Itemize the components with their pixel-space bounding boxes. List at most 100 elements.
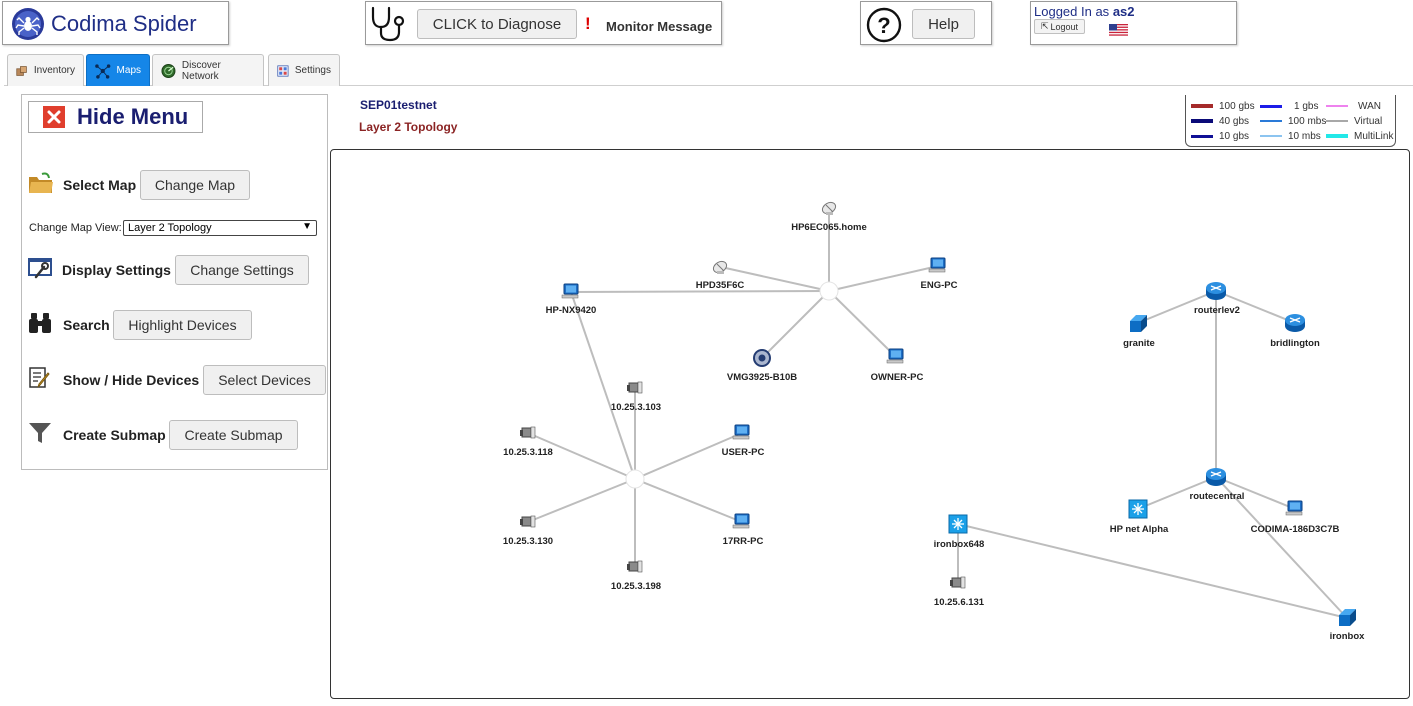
device-granite[interactable]: granite [1123,315,1155,349]
legend-virtual: Virtual [1326,115,1382,127]
svg-text:ironbox: ironbox [1330,631,1366,642]
device-routecentral[interactable]: routecentral [1190,467,1245,502]
router-icon [1284,313,1306,333]
device-10-25-3-198[interactable]: 10.25.3.198 [611,560,661,592]
svg-text:bridlington: bridlington [1270,338,1320,349]
device-ironbox[interactable]: ironbox [1330,609,1366,642]
hide-menu-button[interactable]: Hide Menu [28,101,203,133]
svg-text:17RR-PC: 17RR-PC [723,536,764,547]
map-view-select[interactable]: Layer 2 Topology ▼ [123,220,317,236]
access-point-icon [710,258,730,276]
device-routerlev2[interactable]: routerlev2 [1194,281,1240,316]
device-eng-pc[interactable]: ENG-PC [921,257,958,291]
create-submap-label: Create Submap [63,427,166,443]
create-submap-button[interactable]: Create Submap [169,420,298,450]
svg-text:ironbox648: ironbox648 [934,539,985,550]
help-button[interactable]: Help [912,9,975,39]
folder-icon [29,172,53,193]
device-codima-186d3c7b[interactable]: CODIMA-186D3C7B [1251,500,1340,535]
funnel-icon [29,423,51,443]
legend-10gbs: 10 gbs [1191,130,1249,142]
highlight-devices-button[interactable]: Highlight Devices [113,310,252,340]
monitor-message-link[interactable]: Monitor Message [606,19,713,34]
svg-text:HPD35F6C: HPD35F6C [696,280,745,291]
close-icon [43,106,65,128]
tab-discover-network[interactable]: Discover Network [152,54,264,86]
radar-icon [161,63,176,78]
svg-text:10.25.6.131: 10.25.6.131 [934,597,985,608]
desktop-pc-icon [732,424,750,440]
legend-100mbs: 100 mbs [1260,115,1326,127]
map-view-title: Layer 2 Topology [359,120,458,134]
device-owner-pc[interactable]: OWNER-PC [871,348,924,383]
app-title-box: Codima Spider [2,1,229,45]
router-icon [1205,467,1227,487]
login-box: Logged In as as2 ⇱ Logout [1030,1,1237,45]
svg-text:ENG-PC: ENG-PC [921,280,958,291]
select-devices-button[interactable]: Select Devices [203,365,326,395]
diagnose-box: CLICK to Diagnose ! Monitor Message [365,1,722,45]
alert-icon: ! [585,14,591,33]
app-title: Codima Spider [51,11,197,36]
display-settings-icon [28,258,52,279]
legend-1gbs: 1 gbs [1260,100,1318,112]
laptop-icon [561,283,579,299]
legend-10mbs: 10 mbs [1260,130,1321,142]
svg-text:?: ? [877,13,890,38]
device-user-pc[interactable]: USER-PC [722,424,765,458]
tabs-divider [4,85,1413,86]
device-17rr-pc[interactable]: 17RR-PC [723,513,764,547]
svg-text:USER-PC: USER-PC [722,447,765,458]
desktop-pc-icon [928,257,946,273]
external-link-icon: ⇱ [1040,21,1049,31]
change-map-view-label: Change Map View: [29,222,122,234]
layer3-switch-icon [948,514,968,534]
svg-text:CODIMA-186D3C7B: CODIMA-186D3C7B [1251,524,1340,535]
legend-100gbs: 100 gbs [1191,100,1255,112]
diagnose-button[interactable]: CLICK to Diagnose [417,9,577,39]
device-hp6ec065[interactable]: HP6EC065.home [791,199,867,233]
settings-grid-icon [277,64,289,77]
device-hp-net-alpha[interactable]: HP net Alpha [1110,499,1169,535]
desktop-pc-icon [1285,500,1303,516]
svg-text:VMG3925-B10B: VMG3925-B10B [727,372,797,383]
username: as2 [1112,4,1135,19]
ip-device-icon [519,426,536,439]
layer3-switch-icon [1128,499,1148,519]
device-10-25-3-130[interactable]: 10.25.3.130 [503,515,553,547]
us-flag-icon[interactable] [1109,24,1128,36]
ip-device-icon [519,515,536,528]
tab-maps[interactable]: Maps [86,54,150,86]
legend-wan: WAN [1326,100,1381,112]
modem-icon [753,349,771,367]
svg-text:10.25.3.130: 10.25.3.130 [503,536,553,547]
tab-inventory[interactable]: Inventory [7,54,84,86]
svg-text:HP6EC065.home: HP6EC065.home [791,222,867,233]
svg-text:routecentral: routecentral [1190,491,1245,502]
desktop-pc-icon [886,348,904,364]
tab-settings[interactable]: Settings [268,54,340,86]
change-settings-button[interactable]: Change Settings [175,255,309,285]
side-menu: Hide Menu Select Map Change Map Change M… [21,94,328,470]
change-map-button[interactable]: Change Map [140,170,250,200]
device-vmg3925[interactable]: VMG3925-B10B [727,349,797,383]
svg-text:OWNER-PC: OWNER-PC [871,372,924,383]
logout-button[interactable]: ⇱ Logout [1034,19,1085,34]
display-settings-label: Display Settings [62,262,171,278]
chevron-down-icon: ▼ [302,221,312,232]
device-10-25-3-118[interactable]: 10.25.3.118 [503,426,553,458]
device-hp-nx9420[interactable]: HP-NX9420 [546,283,597,316]
device-hpd35f6c[interactable]: HPD35F6C [696,258,745,291]
topology-map-canvas[interactable]: HP6EC065.home HPD35F6C ENG-PC HP-NX9420 … [330,149,1410,699]
svg-text:HP-NX9420: HP-NX9420 [546,305,597,316]
search-label: Search [63,317,110,333]
device-ironbox648[interactable]: ironbox648 [934,514,985,550]
device-10-25-3-103[interactable]: 10.25.3.103 [611,381,661,413]
logged-in-label: Logged In as as2 [1034,4,1135,19]
device-bridlington[interactable]: bridlington [1270,313,1320,349]
device-10-25-6-131[interactable]: 10.25.6.131 [934,576,985,608]
svg-text:routerlev2: routerlev2 [1194,305,1240,316]
legend-40gbs: 40 gbs [1191,115,1249,127]
ip-device-icon [626,381,643,394]
binoculars-icon [29,313,51,333]
